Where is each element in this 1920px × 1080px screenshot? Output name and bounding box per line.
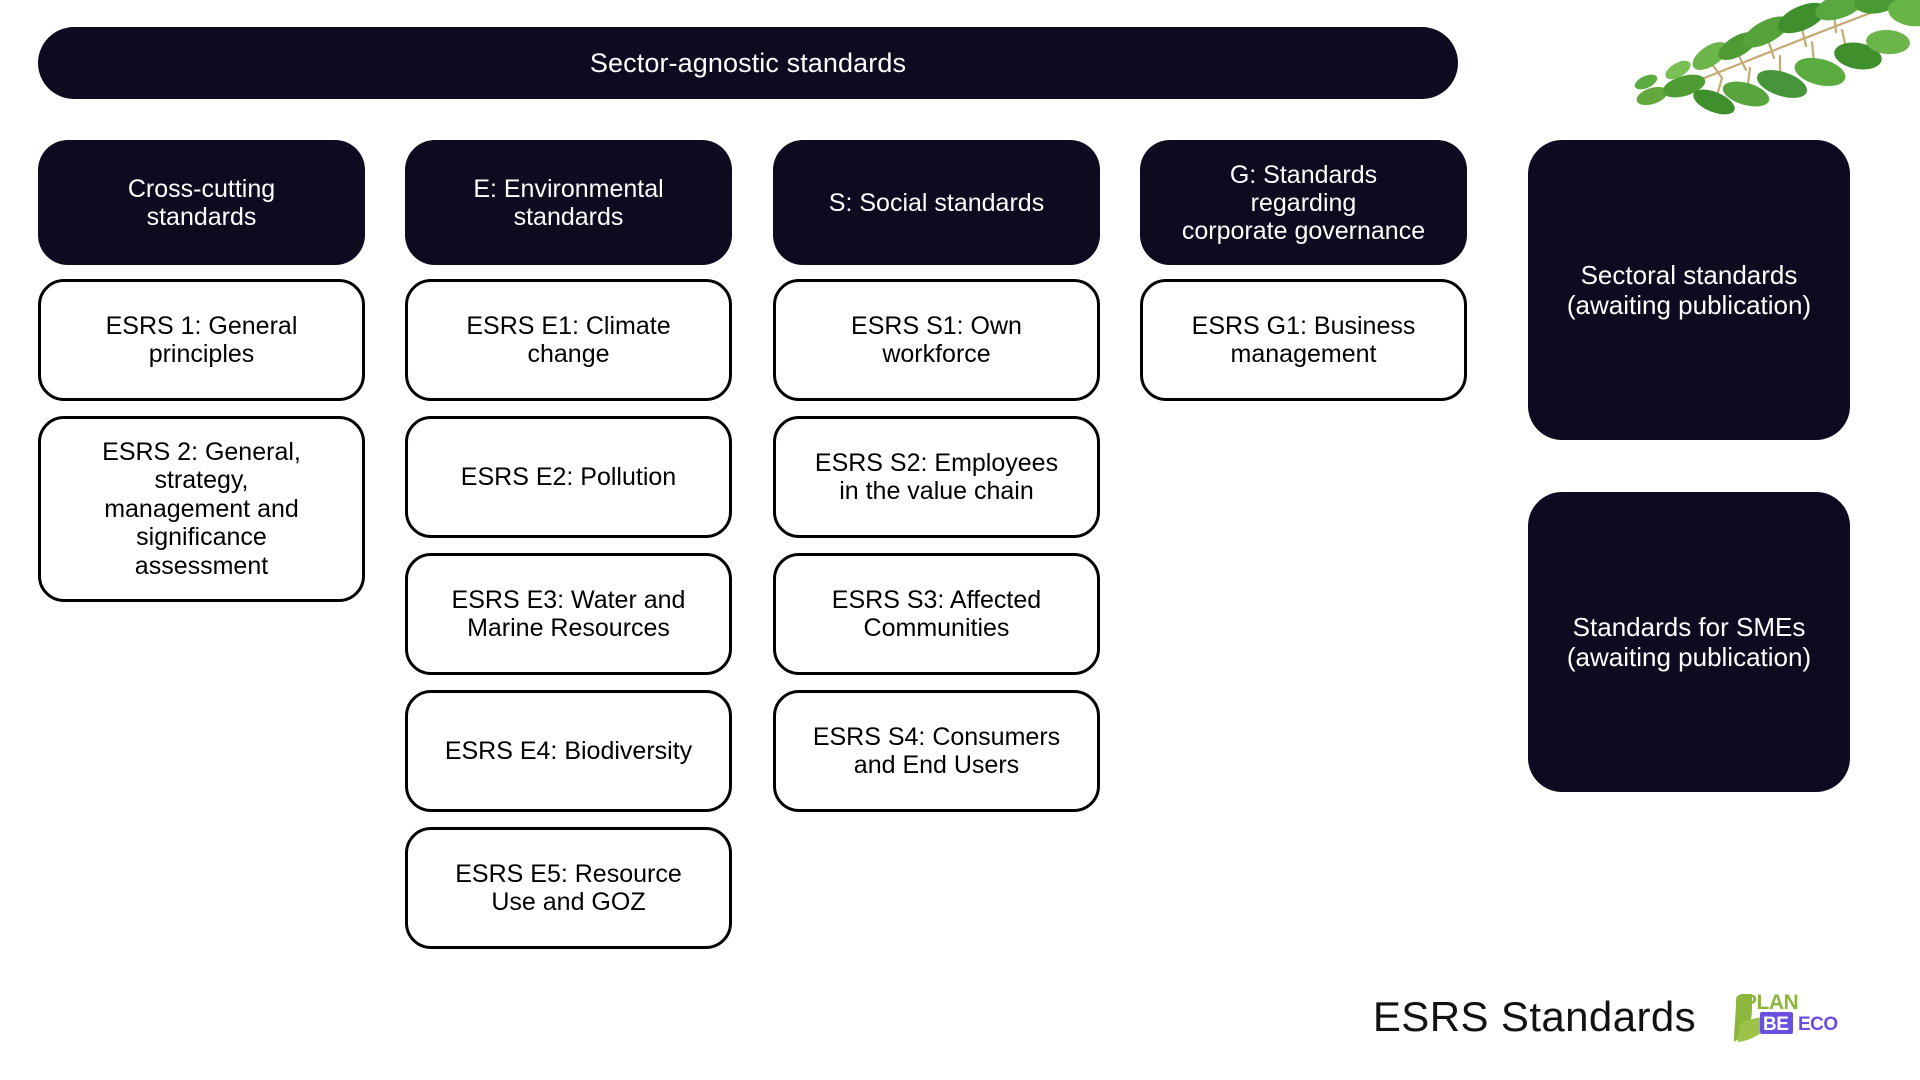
card-esrs-e4[interactable]: ESRS E4: Biodiversity xyxy=(405,690,732,812)
card-label: ESRS S1: Own workforce xyxy=(851,311,1022,369)
svg-text:PLAN: PLAN xyxy=(1743,991,1798,1014)
column-header-social[interactable]: S: Social standards xyxy=(773,140,1100,265)
side-card-label: Sectoral standards (awaiting publication… xyxy=(1566,259,1812,320)
card-esrs-1[interactable]: ESRS 1: General principles xyxy=(38,279,365,401)
side-panel: Sectoral standards (awaiting publication… xyxy=(1528,140,1850,792)
card-label: ESRS E1: Climate change xyxy=(466,311,671,369)
column-header-label: E: Environmental standards xyxy=(473,174,664,231)
card-esrs-s1[interactable]: ESRS S1: Own workforce xyxy=(773,279,1100,401)
column-header-label: Cross-cutting standards xyxy=(127,174,276,231)
column-header-governance[interactable]: G: Standards regarding corporate governa… xyxy=(1140,140,1467,265)
card-esrs-s3[interactable]: ESRS S3: Affected Communities xyxy=(773,553,1100,675)
sector-agnostic-banner: Sector-agnostic standards xyxy=(38,27,1458,99)
card-sme-standards[interactable]: Standards for SMEs (awaiting publication… xyxy=(1528,492,1850,792)
svg-text:BE: BE xyxy=(1763,1014,1788,1035)
plan-be-eco-logo: PLAN BE ECO xyxy=(1730,984,1862,1050)
card-esrs-s4[interactable]: ESRS S4: Consumers and End Users xyxy=(773,690,1100,812)
card-esrs-e5[interactable]: ESRS E5: Resource Use and GOZ xyxy=(405,827,732,949)
card-label: ESRS G1: Business management xyxy=(1191,311,1416,369)
column-header-cross-cutting[interactable]: Cross-cutting standards xyxy=(38,140,365,265)
leaf-branch-icon xyxy=(1626,0,1920,126)
card-label: ESRS E2: Pollution xyxy=(460,462,677,491)
card-esrs-2[interactable]: ESRS 2: General, strategy, management an… xyxy=(38,416,365,602)
card-sectoral-standards[interactable]: Sectoral standards (awaiting publication… xyxy=(1528,140,1850,440)
column-header-environmental[interactable]: E: Environmental standards xyxy=(405,140,732,265)
card-label: ESRS E4: Biodiversity xyxy=(444,736,693,765)
footer: ESRS Standards PLAN BE ECO xyxy=(1373,984,1862,1050)
card-label: ESRS 1: General principles xyxy=(105,311,298,369)
card-label: ESRS E5: Resource Use and GOZ xyxy=(455,859,682,917)
side-card-label: Standards for SMEs (awaiting publication… xyxy=(1566,611,1812,672)
column-cross-cutting: Cross-cutting standards ESRS 1: General … xyxy=(38,140,365,617)
column-environmental: E: Environmental standards ESRS E1: Clim… xyxy=(405,140,732,964)
card-esrs-g1[interactable]: ESRS G1: Business management xyxy=(1140,279,1467,401)
column-governance: G: Standards regarding corporate governa… xyxy=(1140,140,1467,416)
card-label: ESRS S2: Employees in the value chain xyxy=(814,448,1059,506)
svg-text:ECO: ECO xyxy=(1798,1014,1838,1035)
column-header-label: S: Social standards xyxy=(828,188,1045,217)
card-label: ESRS E3: Water and Marine Resources xyxy=(451,585,686,643)
banner-title: Sector-agnostic standards xyxy=(589,47,907,78)
column-header-label: G: Standards regarding corporate governa… xyxy=(1181,160,1426,245)
footer-title: ESRS Standards xyxy=(1372,993,1696,1040)
card-label: ESRS S3: Affected Communities xyxy=(831,585,1042,643)
column-social: S: Social standards ESRS S1: Own workfor… xyxy=(773,140,1100,827)
card-esrs-e2[interactable]: ESRS E2: Pollution xyxy=(405,416,732,538)
card-label: ESRS S4: Consumers and End Users xyxy=(812,722,1061,780)
card-esrs-s2[interactable]: ESRS S2: Employees in the value chain xyxy=(773,416,1100,538)
card-esrs-e1[interactable]: ESRS E1: Climate change xyxy=(405,279,732,401)
card-esrs-e3[interactable]: ESRS E3: Water and Marine Resources xyxy=(405,553,732,675)
card-label: ESRS 2: General, strategy, management an… xyxy=(102,437,301,580)
